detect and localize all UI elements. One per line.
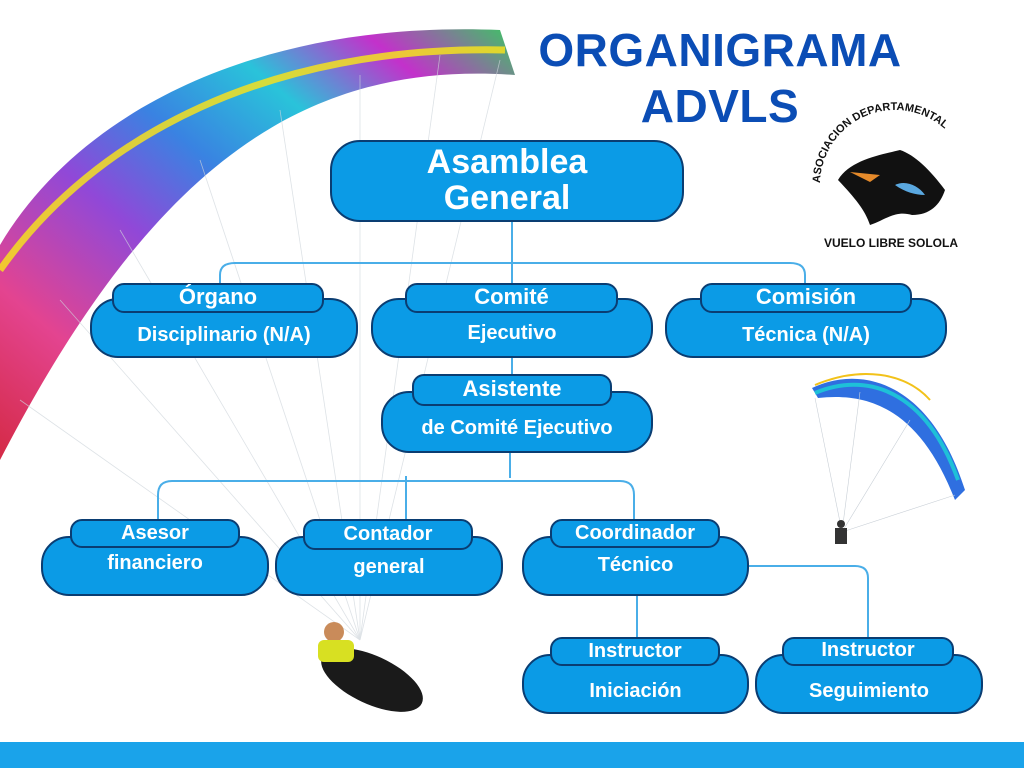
instructor2-label: Seguimiento xyxy=(808,680,929,702)
comision-tab: Comisión xyxy=(700,283,912,313)
comision-label: Técnica (N/A) xyxy=(742,324,870,346)
instructor1-label: Iniciación xyxy=(589,680,682,702)
comite-label: Ejecutivo xyxy=(467,322,557,344)
node-asamblea-general[interactable]: Asamblea General xyxy=(330,140,684,222)
coordinador-label: Técnico xyxy=(597,554,674,576)
instructor2-tab: Instructor xyxy=(782,637,954,666)
asesor-tab: Asesor xyxy=(70,519,240,548)
asamblea-line-1: Asamblea xyxy=(426,143,588,181)
page-title: ORGANIGRAMA ADVLS xyxy=(470,22,970,134)
asesor-label: financiero xyxy=(107,552,203,574)
asistente-tab: Asistente xyxy=(412,374,612,406)
comite-tab: Comité xyxy=(405,283,618,313)
coordinador-tab: Coordinador xyxy=(550,519,720,548)
asamblea-line-2: General xyxy=(443,179,571,217)
instructor1-tab: Instructor xyxy=(550,637,720,666)
organo-tab: Órgano xyxy=(112,283,324,313)
organo-label: Disciplinario (N/A) xyxy=(137,324,311,346)
contador-label: general xyxy=(353,556,425,578)
footer-bar xyxy=(0,742,1024,768)
title-line-2: ADVLS xyxy=(640,80,800,132)
asistente-label: de Comité Ejecutivo xyxy=(421,417,613,439)
title-line-1: ORGANIGRAMA xyxy=(538,24,902,76)
logo-bottom-text: VUELO LIBRE SOLOLA xyxy=(824,236,958,250)
contador-tab: Contador xyxy=(303,519,473,550)
